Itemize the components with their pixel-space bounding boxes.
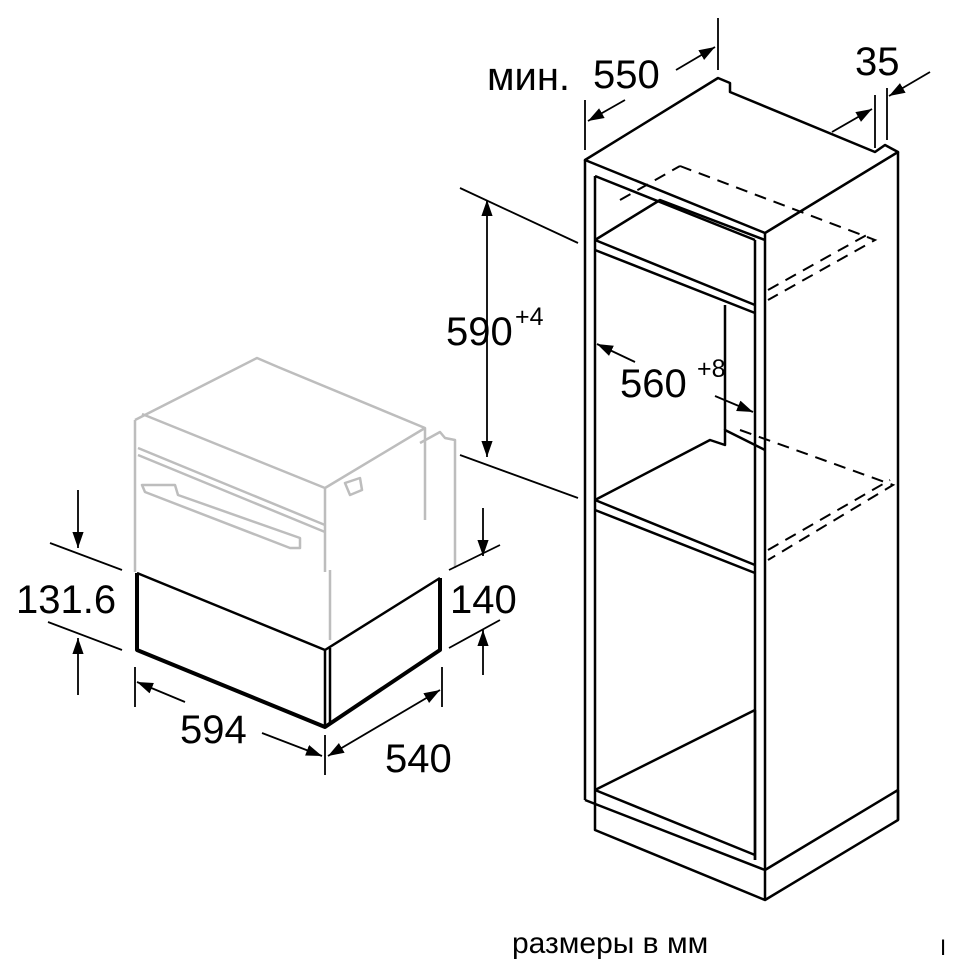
label-min: мин. <box>487 55 570 99</box>
label-140: 140 <box>450 578 517 622</box>
corner-mark: I <box>940 935 946 960</box>
tall-cabinet <box>583 76 900 902</box>
dimension-590: 590 +4 <box>446 187 579 499</box>
dimension-550: мин. 550 <box>487 18 719 150</box>
warming-drawer <box>135 571 442 729</box>
dimension-131-6: 131.6 <box>16 490 123 695</box>
dimension-594: 594 <box>134 667 443 775</box>
label-540: 540 <box>385 737 452 781</box>
dimension-35: 35 <box>831 40 931 148</box>
dimension-560: 560 +8 <box>596 343 754 413</box>
dimension-540: 540 <box>327 689 452 781</box>
label-594: 594 <box>180 708 247 752</box>
label-131-6: 131.6 <box>16 578 116 622</box>
label-550: 550 <box>593 53 660 97</box>
label-560-tolerance: +8 <box>697 355 726 383</box>
lower-hidden-shelf <box>739 429 896 561</box>
dimension-140: 140 <box>448 508 517 675</box>
label-35: 35 <box>855 40 900 84</box>
label-590: 590 <box>446 310 513 354</box>
oven-ghost <box>133 356 457 640</box>
label-590-tolerance: +4 <box>515 303 544 331</box>
upper-hidden-shelf <box>619 165 878 301</box>
label-560: 560 <box>620 362 687 406</box>
units-caption: размеры в мм <box>512 927 708 960</box>
